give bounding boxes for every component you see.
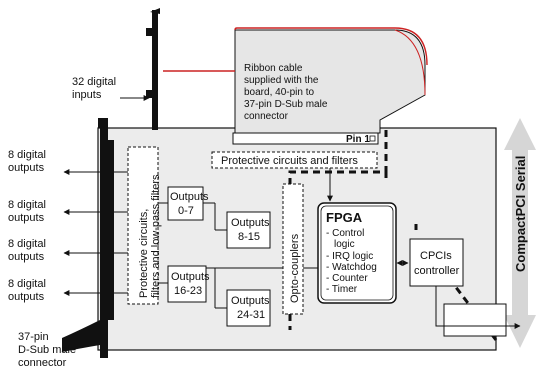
opto-couplers-box (282, 183, 304, 315)
input-connector (146, 8, 160, 130)
backplane-connector (443, 303, 507, 337)
pin1-marker (369, 135, 376, 142)
compactpci-bus-arrow: CompactPCI Serial (504, 118, 536, 348)
ribbon-cable: Ribbon cable supplied with the board, 40… (163, 27, 428, 134)
fpga-items: - Control logic - IRQ logic - Watchdog -… (326, 228, 380, 295)
protective-filters-label: Protective circuits, filters and low-pas… (138, 174, 162, 298)
ribbon-cable-text: Ribbon cable supplied with the board, 40… (244, 63, 330, 122)
protective-filters-box (127, 146, 159, 305)
inputs-label: 32 digital inputs (72, 76, 119, 101)
fpga-title: FPGA (326, 210, 363, 225)
compactpci-serial-label: CompactPCI Serial (513, 156, 528, 272)
fpga-block: FPGA - Control logic - IRQ logic - Watch… (317, 202, 397, 304)
pin1-header (232, 132, 379, 145)
pin1-label: Pin 1 (346, 134, 370, 145)
isolation-boundary-right (384, 172, 498, 341)
output-connector (62, 118, 114, 358)
connector-label: 37-pin D-Sub male connector (18, 331, 79, 369)
protective-circuits-top (211, 151, 378, 169)
output-bus-lines (158, 202, 283, 309)
protective-circuits-top-label: Protective circuits and filters (221, 155, 358, 167)
opto-couplers-label: Opto-couplers (289, 233, 301, 303)
isolation-boundary (288, 130, 388, 330)
